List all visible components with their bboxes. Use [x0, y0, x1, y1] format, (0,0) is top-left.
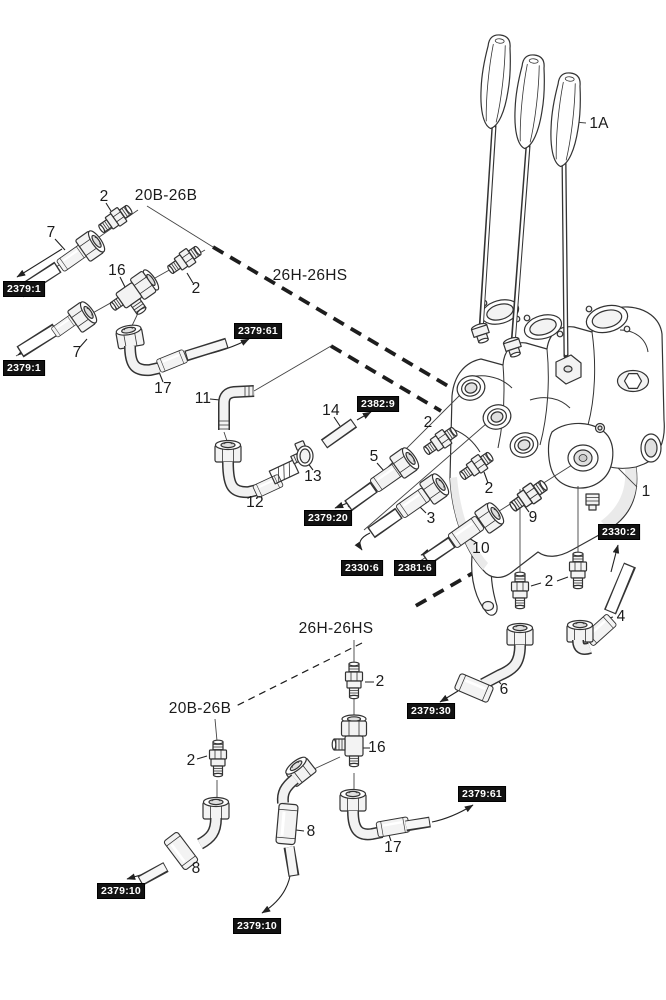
- valve-ports: [456, 375, 599, 472]
- control-levers: [470, 32, 585, 385]
- hose-and-fitting-parts: [16, 201, 636, 886]
